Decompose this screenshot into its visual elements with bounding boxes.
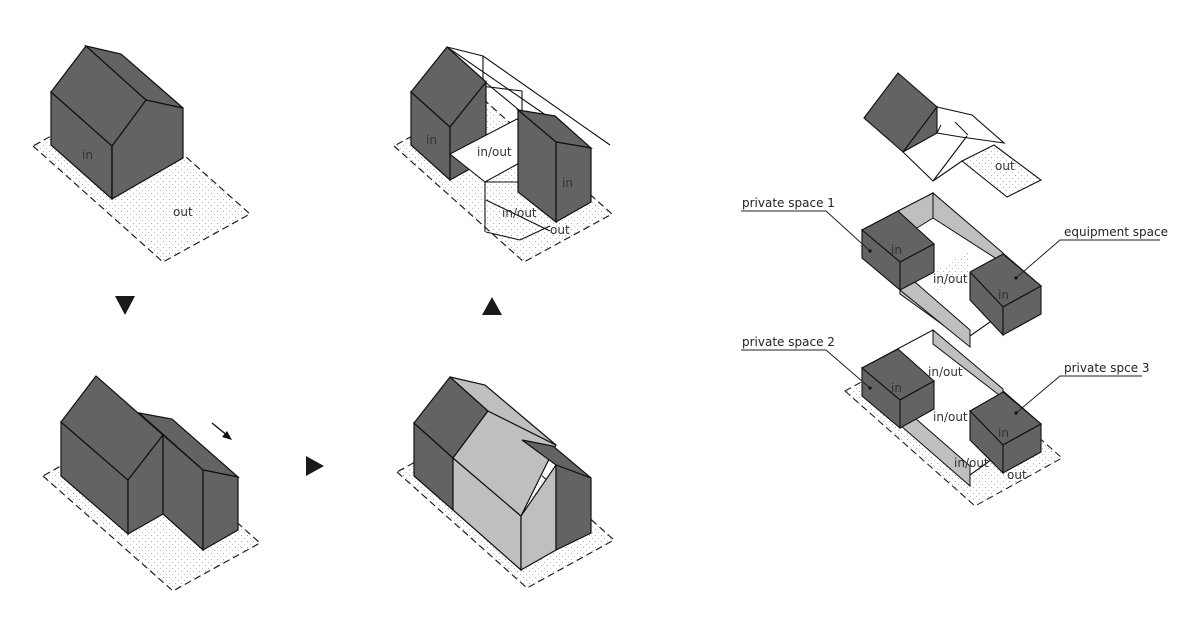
label-in-left: in xyxy=(891,243,902,257)
callout-private-space-3: private spce 3 xyxy=(1014,361,1150,415)
callout-label: equipment space xyxy=(1064,225,1168,239)
callout-equipment-space: equipment space xyxy=(1014,225,1168,280)
down-arrow-icon xyxy=(115,296,135,315)
callout-label: private spce 3 xyxy=(1064,361,1150,375)
label-out: out xyxy=(173,205,193,219)
house-split: in in/out in in/out out xyxy=(392,46,614,263)
house-shaded xyxy=(395,376,616,589)
label-inout-bottom: in/out xyxy=(502,206,537,220)
callout-label: private space 1 xyxy=(742,196,835,210)
right-arrow-icon xyxy=(306,456,324,476)
exploded-roof: out xyxy=(863,72,1043,198)
house-whole: in out xyxy=(31,44,252,263)
label-inout: in/out xyxy=(933,272,968,286)
pull-direction-arrow-icon xyxy=(211,422,232,440)
label-inout-mid: in/out xyxy=(933,410,968,424)
label-in-right: in xyxy=(562,176,573,190)
exploded-upper-level: in in/out in xyxy=(861,191,1042,349)
label-inout-top: in/out xyxy=(928,365,963,379)
callout-label: private space 2 xyxy=(742,335,835,349)
label-in-right: in xyxy=(998,426,1009,440)
label-out: out xyxy=(550,223,570,237)
label-in: in xyxy=(82,148,93,162)
label-inout-bottom: in/out xyxy=(954,456,989,470)
callout-private-space-1: private space 1 xyxy=(741,196,872,253)
label-in-right: in xyxy=(998,288,1009,302)
label-inout-top: in/out xyxy=(477,145,512,159)
exploded-lower-level: in in/out in/out in in/out out xyxy=(844,328,1063,507)
label-in-left: in xyxy=(426,133,437,147)
callout-private-space-2: private space 2 xyxy=(741,335,872,390)
house-pulled xyxy=(41,375,262,592)
label-out: out xyxy=(1007,468,1027,482)
label-out: out xyxy=(995,159,1015,173)
label-in-left: in xyxy=(891,381,902,395)
up-arrow-icon xyxy=(482,297,502,315)
